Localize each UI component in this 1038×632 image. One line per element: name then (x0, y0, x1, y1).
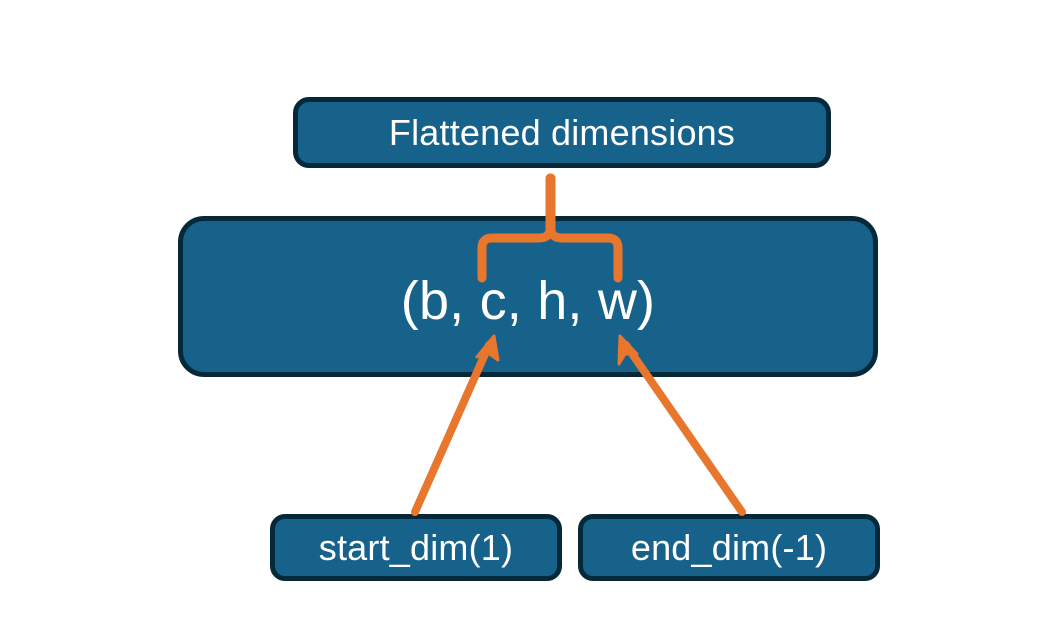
node-tensor-shape-label: (b, c, h, w) (400, 270, 656, 331)
node-tensor-shape[interactable]: (b, c, h, w) (178, 216, 878, 377)
node-end-dim-label: end_dim(-1) (630, 526, 828, 568)
node-flattened-dimensions[interactable]: Flattened dimensions (293, 97, 831, 168)
node-start-dim-label: start_dim(1) (318, 526, 514, 568)
node-flattened-dimensions-label: Flattened dimensions (388, 111, 736, 153)
node-end-dim[interactable]: end_dim(-1) (578, 514, 880, 581)
node-start-dim[interactable]: start_dim(1) (270, 514, 562, 581)
